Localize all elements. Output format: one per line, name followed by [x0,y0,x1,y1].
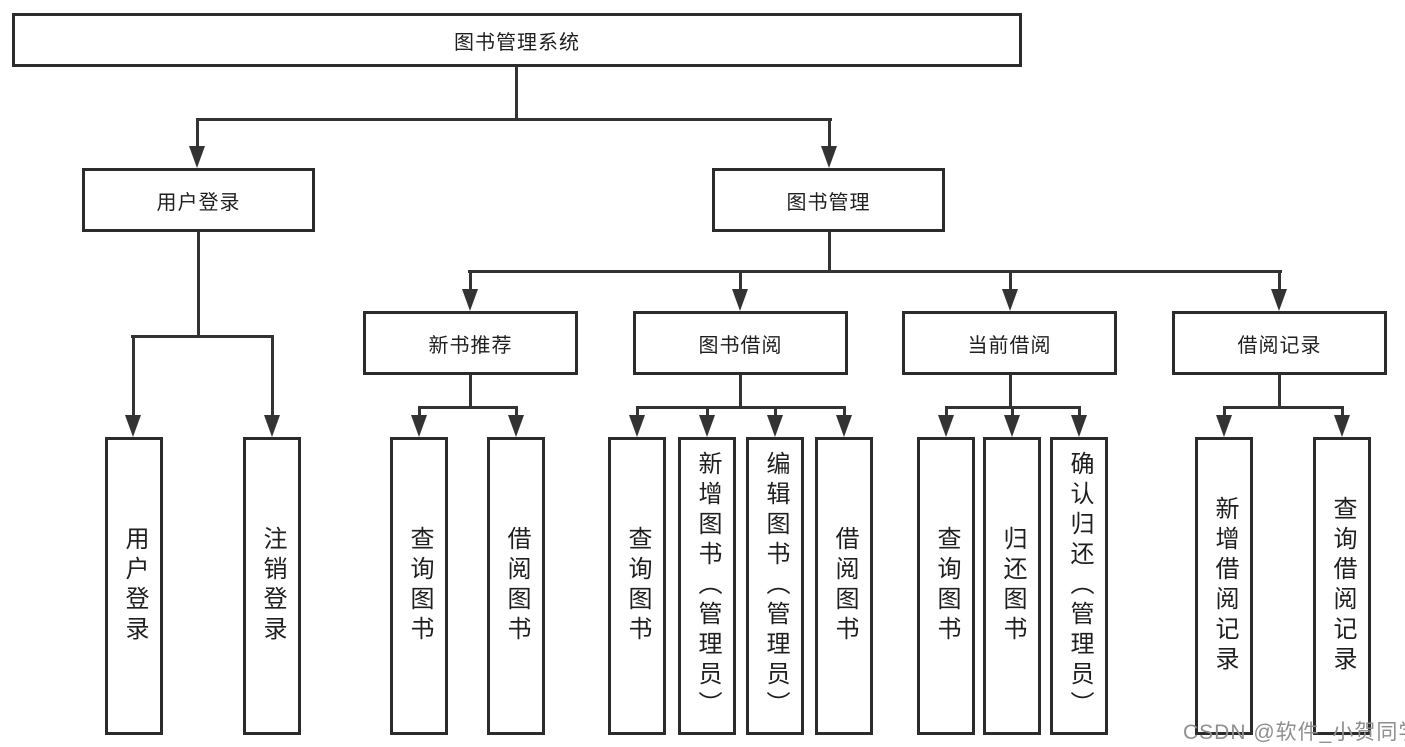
arrowhead-leaf [699,415,715,437]
arrowhead-l3-3 [1002,289,1018,311]
node-book-management: 图书管理 [712,168,945,232]
connector-l3-4-stem [1278,375,1281,406]
leaf-current-return: 归还图书 [983,437,1041,735]
connector-root-stem [515,67,518,118]
connector-drop-leaf [1011,406,1014,417]
node-book-borrow-label: 图书借阅 [698,334,783,357]
connector-book-stem [828,232,831,270]
node-borrow-records: 借阅记录 [1172,311,1387,375]
node-new-book-recommend: 新书推荐 [363,311,578,375]
connector-newbook-branch [418,406,518,409]
node-new-book-recommend-label: 新书推荐 [428,334,513,357]
arrowhead-leaf [1071,415,1087,437]
connector-drop-leaf [945,406,948,417]
arrowhead-leaf [508,415,524,437]
connector-drop-user [196,118,199,148]
arrowhead-leaf [767,415,783,437]
arrowhead-user [189,146,205,168]
arrowhead-l3-4 [1271,289,1287,311]
leaf-newbook-query: 查询图书 [390,437,448,735]
connector-drop-l3-1 [469,270,472,291]
node-current-borrow: 当前借阅 [902,311,1117,375]
connector-drop-l3-4 [1278,270,1281,291]
leaf-borrow-query: 查询图书 [608,437,666,735]
node-borrow-records-label: 借阅记录 [1237,334,1322,357]
connector-l3-2-stem [739,375,742,406]
leaf-current-confirm-admin-label: 确认归还（管理员） [1066,451,1093,721]
arrowhead-leaf [629,415,645,437]
node-root: 图书管理系统 [12,13,1022,67]
connector-book-branch [468,270,1282,273]
leaf-borrow-add-admin-label: 新增图书（管理员） [694,451,721,721]
arrowhead-leaf [836,415,852,437]
leaf-records-add-label: 新增借阅记录 [1211,496,1238,676]
connector-user-branch [131,335,274,338]
leaf-records-add: 新增借阅记录 [1195,437,1253,735]
leaf-records-query: 查询借阅记录 [1313,437,1371,735]
connector-drop-book [828,118,831,148]
leaf-borrow-query-label: 查询图书 [624,526,651,646]
leaf-current-confirm-admin: 确认归还（管理员） [1050,437,1108,735]
arrowhead-l3-1 [462,289,478,311]
leaf-newbook-borrow-label: 借阅图书 [503,526,530,646]
leaf-current-return-label: 归还图书 [999,526,1026,646]
leaf-logout: 注销登录 [243,437,301,735]
arrowhead-leaf [411,415,427,437]
node-user-login-module: 用户登录 [82,168,315,232]
connector-drop-leaf [515,406,518,417]
connector-drop-leaf [774,406,777,417]
node-root-label: 图书管理系统 [454,31,580,54]
connector-drop-l3-3 [1009,270,1012,291]
arrowhead-leaf [1004,415,1020,437]
connector-records-branch [1223,406,1344,409]
arrowhead-leaf [1216,415,1232,437]
node-book-management-label: 图书管理 [786,191,871,214]
leaf-user-login-label: 用户登录 [121,526,148,646]
arrowhead-leaf [1334,415,1350,437]
connector-drop-leaf [1078,406,1081,417]
connector-l3-3-stem [1009,375,1012,406]
connector-drop-leaf [1223,406,1226,417]
connector-drop-leaf [418,406,421,417]
arrowhead-leaf [938,415,954,437]
node-user-login-module-label: 用户登录 [156,191,241,214]
connector-drop-leaf [1341,406,1344,417]
leaf-newbook-borrow: 借阅图书 [487,437,545,735]
leaf-records-query-label: 查询借阅记录 [1329,496,1356,676]
leaf-logout-label: 注销登录 [259,526,286,646]
node-book-borrow: 图书借阅 [633,311,848,375]
leaf-newbook-query-label: 查询图书 [406,526,433,646]
leaf-borrow-edit-admin: 编辑图书（管理员） [746,437,804,735]
node-current-borrow-label: 当前借阅 [967,334,1052,357]
connector-borrow-branch [636,406,846,409]
leaf-borrow-edit-admin-label: 编辑图书（管理员） [762,451,789,721]
connector-drop-user-leaf1 [132,335,135,417]
connector-l3-1-stem [469,375,472,406]
connector-drop-leaf [706,406,709,417]
leaf-borrow-borrow: 借阅图书 [815,437,873,735]
leaf-borrow-borrow-label: 借阅图书 [831,526,858,646]
leaf-borrow-add-admin: 新增图书（管理员） [678,437,736,735]
connector-drop-l3-2 [739,270,742,291]
connector-drop-leaf [636,406,639,417]
arrowhead-book [821,146,837,168]
leaf-current-query-label: 查询图书 [933,526,960,646]
arrowhead-user-leaf1 [125,415,141,437]
leaf-user-login: 用户登录 [105,437,163,735]
connector-root-branch [196,118,832,121]
arrowhead-user-leaf2 [264,415,280,437]
watermark: CSDN @软件_小贺同学 [1183,721,1405,744]
connector-drop-leaf [843,406,846,417]
leaf-current-query: 查询图书 [917,437,975,735]
connector-user-stem [197,232,200,335]
arrowhead-l3-2 [732,289,748,311]
connector-drop-user-leaf2 [271,335,274,417]
